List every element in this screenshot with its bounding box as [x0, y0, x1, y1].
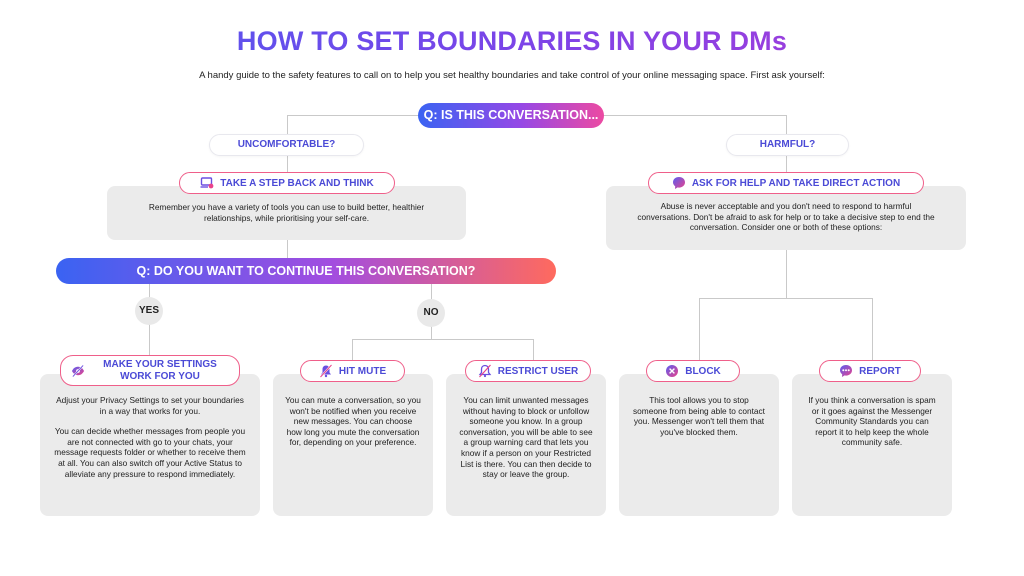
connector-to-report [872, 298, 873, 361]
settings-text-2: You can decide whether messages from peo… [54, 426, 246, 479]
branch-harmful: HARMFUL? [726, 134, 849, 156]
connector-step-to-q2 [287, 240, 288, 258]
laptop-person-icon [200, 176, 214, 190]
step-back-text: Remember you have a variety of tools you… [148, 202, 425, 223]
mute-heading: HIT MUTE [300, 360, 405, 382]
settings-heading: MAKE YOUR SETTINGS WORK FOR YOU [60, 355, 240, 386]
restrict-bell-icon [478, 364, 492, 378]
report-heading: REPORT [819, 360, 921, 382]
connector-uncomfortable-to-step [287, 156, 288, 173]
connector-ask-down [786, 250, 787, 298]
mute-text: You can mute a conversation, so you won'… [285, 395, 421, 448]
branch-uncomfortable: UNCOMFORTABLE? [209, 134, 364, 156]
ask-help-heading: ASK FOR HELP AND TAKE DIRECT ACTION [648, 172, 924, 194]
answer-yes: YES [135, 297, 163, 325]
chat-bubble-icon [672, 176, 686, 190]
page-subtitle: A handy guide to the safety features to … [199, 70, 825, 81]
step-back-heading: TAKE A STEP BACK AND THINK [179, 172, 395, 194]
connector-no-vertical [431, 326, 432, 340]
connector-q2-no [431, 284, 432, 300]
page-title: HOW TO SET BOUNDARIES IN YOUR DMs [0, 26, 1024, 57]
report-text: If you think a conversation is spam or i… [808, 395, 936, 448]
report-box: If you think a conversation is spam or i… [792, 374, 952, 516]
ask-help-box: Abuse is never acceptable and you don't … [606, 186, 966, 250]
restrict-text: You can limit unwanted messages without … [459, 395, 593, 480]
settings-box: Adjust your Privacy Settings to set your… [40, 374, 260, 516]
bell-off-icon [319, 364, 333, 378]
connector-q2-yes [149, 284, 150, 298]
block-x-icon [665, 364, 679, 378]
connector-to-block [699, 298, 700, 361]
connector-options-horizontal [699, 298, 873, 299]
restrict-box: You can limit unwanted messages without … [446, 374, 606, 516]
settings-text-1: Adjust your Privacy Settings to set your… [56, 395, 244, 416]
question-continue-conversation: Q: DO YOU WANT TO CONTINUE THIS CONVERSA… [56, 258, 556, 284]
connector-yes-settings [149, 324, 150, 356]
mute-box: You can mute a conversation, so you won'… [273, 374, 433, 516]
connector-harmful-to-ask [786, 156, 787, 173]
question-is-this-conversation: Q: IS THIS CONVERSATION... [418, 103, 604, 128]
block-box: This tool allows you to stop someone fro… [619, 374, 779, 516]
eye-slash-icon [71, 364, 85, 378]
connector-left-down [287, 115, 288, 135]
connector-to-mute [352, 339, 353, 361]
step-back-box: Remember you have a variety of tools you… [107, 186, 466, 240]
connector-no-horizontal [352, 339, 534, 340]
report-dots-icon [839, 364, 853, 378]
block-text: This tool allows you to stop someone fro… [633, 395, 765, 437]
restrict-heading: RESTRICT USER [465, 360, 591, 382]
connector-to-restrict [533, 339, 534, 361]
connector-right-down [786, 115, 787, 135]
answer-no: NO [417, 299, 445, 327]
block-heading: BLOCK [646, 360, 740, 382]
ask-help-text: Abuse is never acceptable and you don't … [637, 201, 935, 233]
